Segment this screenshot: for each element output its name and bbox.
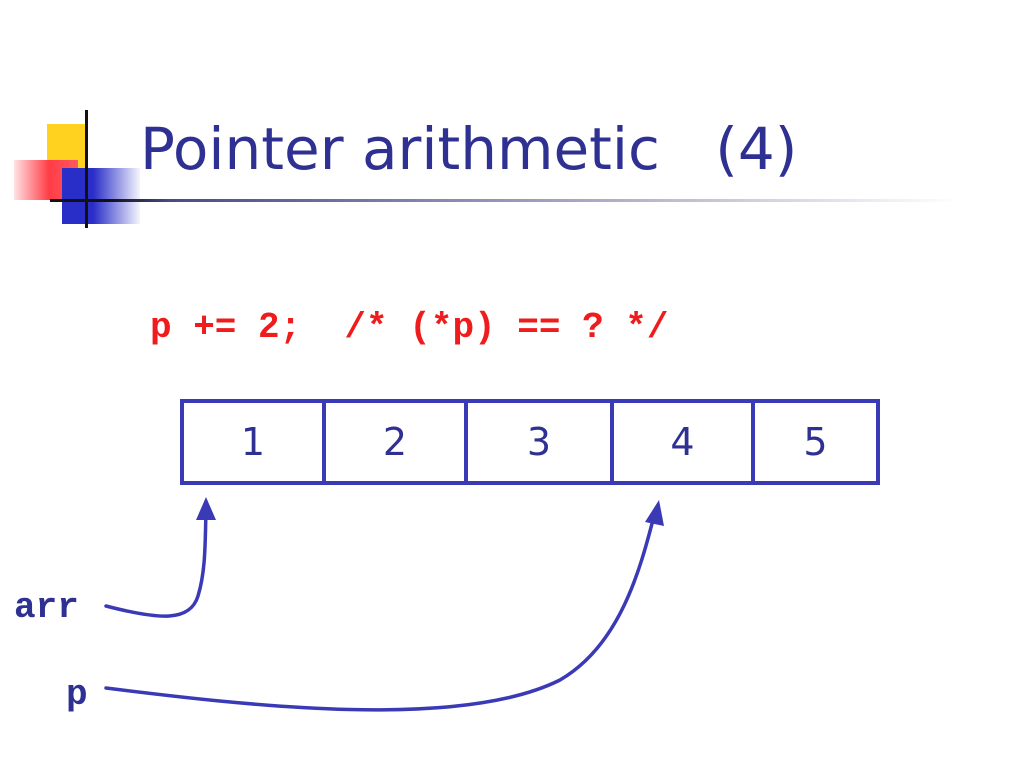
array-box: 1 2 3 4 5 [180,399,880,485]
title-underline [50,199,960,202]
code-statement: p += 2; /* (*p) == ? */ [150,307,669,348]
slide-title: Pointer arithmetic (4) [140,115,798,183]
array-cell: 1 [184,403,326,481]
p-pointer-arrow [104,514,656,712]
logo-blue-square-icon [62,168,140,224]
arr-arrowhead-icon [196,497,216,520]
variable-p-label: p [66,674,88,715]
array-cell: 3 [468,403,614,481]
array-cell: 5 [803,420,828,464]
array-cell: 2 [326,403,468,481]
p-arrowhead-icon [645,500,664,526]
arr-pointer-arrow [104,510,208,618]
array-cell: 4 [614,403,755,481]
variable-arr-label: arr [14,587,79,628]
logo-vertical-line [85,110,88,228]
